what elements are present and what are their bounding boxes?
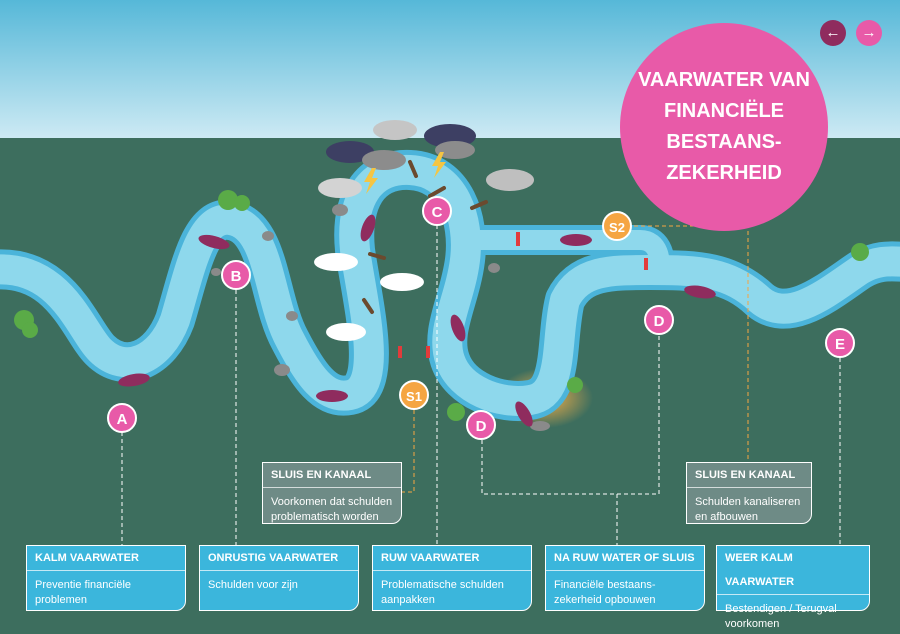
card-text: Problematische schulden aanpakken — [381, 579, 504, 606]
card-sluis-1: SLUIS EN KANAAL Voorkomen dat schulden p… — [262, 462, 402, 524]
card-title: KALM VAARWATER — [27, 546, 185, 571]
cloud-icon — [380, 273, 424, 291]
rock — [274, 364, 290, 376]
lock-gate-s1-left — [398, 346, 402, 358]
boats — [118, 214, 716, 427]
cloud-icon — [435, 141, 475, 159]
card-onrustig-vaarwater: ONRUSTIG VAARWATER Schulden voor zijn — [199, 545, 359, 611]
marker-s2: S2 — [602, 211, 632, 241]
boat-icon — [515, 401, 533, 427]
card-title: SLUIS EN KANAAL — [263, 463, 401, 488]
card-kalm-vaarwater: KALM VAARWATER Preventie financiële prob… — [26, 545, 186, 611]
boat-icon — [560, 234, 592, 246]
log — [368, 252, 386, 260]
rock — [530, 421, 550, 431]
card-title: NA RUW WATER OF SLUIS — [546, 546, 704, 571]
marker-d-river: D — [644, 305, 674, 335]
card-text: Preventie financiële problemen — [35, 579, 132, 606]
boat-icon — [684, 285, 716, 299]
trees — [14, 190, 869, 421]
card-weer-kalm-vaarwater: WEER KALM VAARWATER Bestendigen / Terugv… — [716, 545, 870, 630]
cloud-icon — [362, 150, 406, 170]
rock — [286, 311, 298, 321]
tree — [218, 190, 238, 210]
lock-gate-s2-right — [644, 258, 648, 270]
marker-s1: S1 — [399, 380, 429, 410]
marker-a: A — [107, 403, 137, 433]
tree — [567, 377, 583, 393]
rock — [488, 263, 500, 273]
arrow-left-icon: ← — [825, 24, 841, 41]
lock-gate-s2-left — [516, 232, 520, 246]
card-title: WEER KALM VAARWATER — [717, 546, 869, 595]
lock-gate-s1-right — [426, 346, 430, 358]
card-text: Financiële bestaans-zekerheid opbouwen — [554, 579, 656, 606]
card-title: SLUIS EN KANAAL — [687, 463, 811, 488]
lightning-icon — [432, 152, 446, 178]
cloud-icon — [486, 169, 534, 191]
lightning-icon — [364, 168, 378, 194]
card-text: Schulden kanaliseren en afbouwen — [695, 496, 801, 523]
tree — [447, 403, 465, 421]
card-ruw-vaarwater: RUW VAARWATER Problematische schulden aa… — [372, 545, 532, 611]
rock — [211, 268, 221, 276]
log — [428, 186, 446, 198]
storm-clouds — [314, 120, 534, 341]
title-badge: VAARWATER VAN FINANCIËLE BESTAANS-ZEKERH… — [620, 23, 828, 231]
tree — [22, 322, 38, 338]
marker-b: B — [221, 260, 251, 290]
card-title: RUW VAARWATER — [373, 546, 531, 571]
boat-icon — [450, 314, 466, 342]
cloud-icon — [314, 253, 358, 271]
cloud-icon — [326, 323, 366, 341]
rock — [262, 231, 274, 241]
log — [362, 298, 374, 314]
card-text: Voorkomen dat schulden problematisch wor… — [271, 496, 393, 523]
connector-d — [481, 334, 660, 495]
card-na-ruw-water: NA RUW WATER OF SLUIS Financiële bestaan… — [545, 545, 705, 611]
page-title: VAARWATER VAN FINANCIËLE BESTAANS-ZEKERH… — [638, 69, 810, 184]
forward-button[interactable]: → — [856, 20, 882, 46]
card-title: ONRUSTIG VAARWATER — [200, 546, 358, 571]
boat-icon — [198, 234, 230, 250]
tree — [234, 195, 250, 211]
rock — [332, 204, 348, 216]
river — [0, 149, 900, 421]
rocks — [211, 204, 550, 431]
marker-e: E — [825, 328, 855, 358]
boat-icon — [316, 390, 348, 402]
card-text: Bestendigen / Terugval voorkomen — [725, 603, 837, 630]
boat-icon — [360, 214, 376, 242]
card-sluis-2: SLUIS EN KANAAL Schulden kanaliseren en … — [686, 462, 812, 524]
cloud-icon — [326, 141, 374, 163]
driftwood — [362, 160, 488, 314]
arrow-right-icon: → — [861, 24, 877, 41]
cloud-icon — [318, 178, 362, 198]
connectors — [121, 225, 841, 545]
marker-d-bend: D — [466, 410, 496, 440]
tree — [851, 243, 869, 261]
log — [408, 160, 418, 178]
back-button[interactable]: ← — [820, 20, 846, 46]
card-text: Schulden voor zijn — [208, 579, 298, 591]
cloud-icon — [373, 120, 417, 140]
log — [470, 200, 488, 210]
marker-c: C — [422, 196, 452, 226]
boat-icon — [118, 373, 150, 387]
lock-gates — [398, 232, 648, 358]
